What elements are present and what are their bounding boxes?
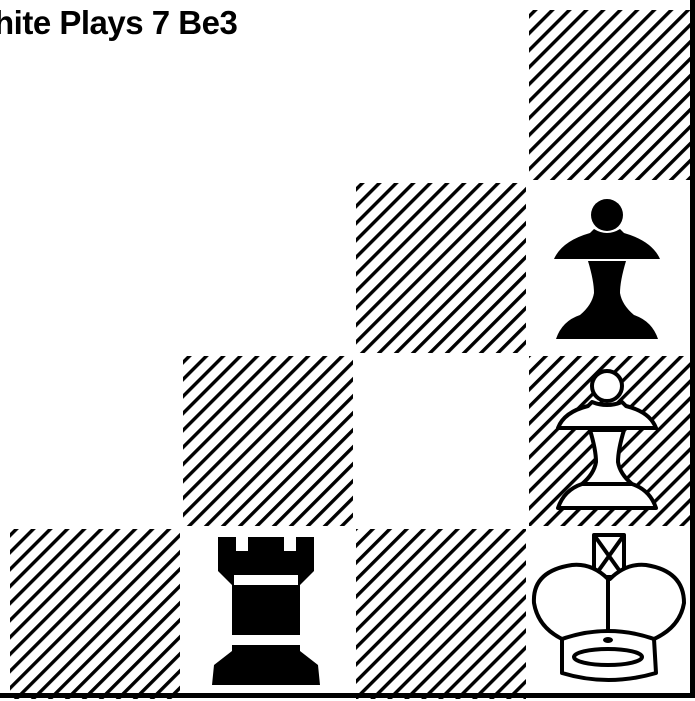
square-dark — [10, 529, 180, 699]
square-dark — [356, 183, 526, 353]
square-dark — [529, 10, 695, 180]
square-dark — [183, 356, 353, 526]
square-light — [356, 356, 526, 526]
board-bottom-border — [0, 693, 695, 698]
board-right-border — [690, 0, 695, 698]
square-dark — [356, 529, 526, 699]
